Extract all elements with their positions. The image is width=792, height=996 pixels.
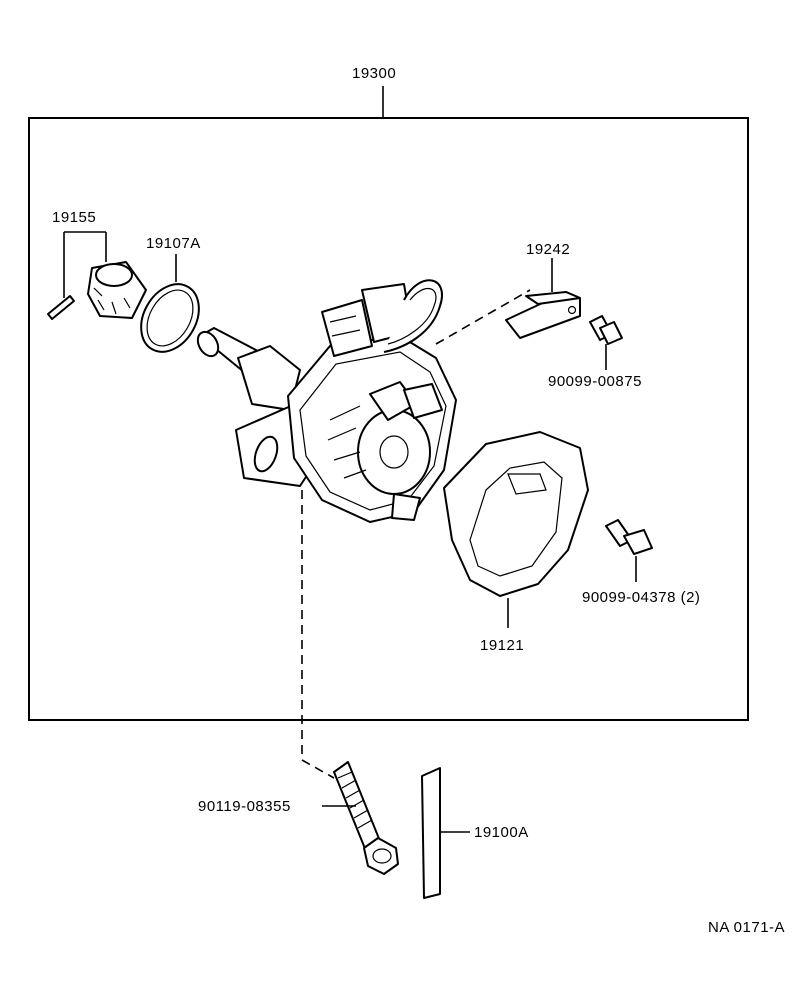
distributor-housing (196, 279, 457, 523)
label-19242: 19242 (526, 241, 570, 258)
part-19242-bracket (505, 258, 581, 339)
figure-code: NA 0171-A (708, 919, 785, 936)
label-19121: 19121 (480, 637, 524, 654)
part-19121-cover (443, 431, 589, 628)
label-90119-08355: 90119-08355 (198, 798, 291, 815)
part-19155-rotor (47, 231, 147, 320)
assembly-frame (28, 117, 749, 721)
part-90099-04378-screw (605, 519, 653, 582)
part-19100A-strip (421, 767, 470, 899)
part-19107A-o-ring (140, 254, 200, 353)
label-19100A: 19100A (474, 824, 529, 841)
label-90099-00875: 90099-00875 (548, 373, 642, 390)
label-90099-04378: 90099-04378 (2) (582, 589, 700, 606)
label-19155: 19155 (52, 209, 96, 226)
part-90119-08355-bolt (322, 761, 399, 875)
label-19107A: 19107A (146, 235, 201, 252)
part-90099-00875-screw (589, 315, 623, 370)
dashed-leader-bolt (301, 490, 335, 779)
label-assembly-19300: 19300 (352, 65, 396, 82)
dashed-leader-19242 (435, 289, 531, 345)
